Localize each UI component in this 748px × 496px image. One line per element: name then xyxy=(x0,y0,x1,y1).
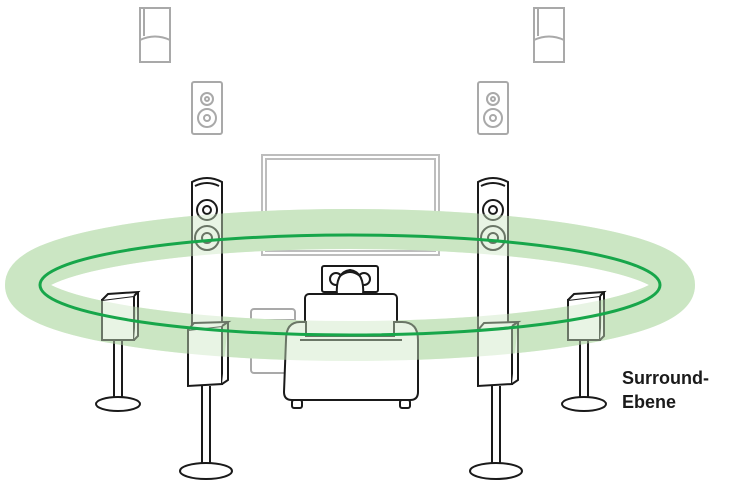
surround-band-overlay xyxy=(5,209,695,361)
bookshelf-speaker-right-icon xyxy=(477,81,509,135)
height-speaker-right-icon xyxy=(533,7,565,63)
label-line-2: Ebene xyxy=(622,392,677,412)
tower-speaker-right-icon xyxy=(477,177,509,360)
surround-speaker-right-icon xyxy=(561,290,607,412)
bookshelf-speaker-left-icon xyxy=(191,81,223,135)
height-speaker-left-icon xyxy=(139,7,171,63)
label-line-1: Surround- xyxy=(622,368,709,388)
front-stand-speaker-left-icon xyxy=(179,320,233,480)
tv-screen-icon xyxy=(261,154,440,256)
surround-level-label: Surround- Ebene xyxy=(622,366,709,414)
sofa-icon xyxy=(282,293,419,409)
front-stand-speaker-right-icon xyxy=(469,320,523,480)
listener-icon xyxy=(335,268,365,297)
surround-ring xyxy=(38,233,662,337)
